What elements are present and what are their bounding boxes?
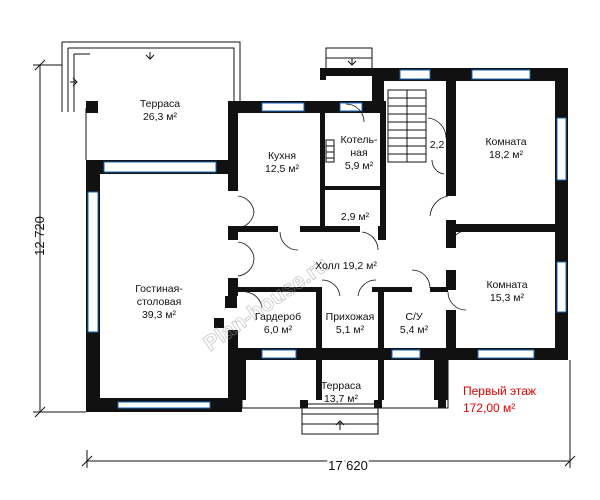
door xyxy=(447,229,471,249)
door xyxy=(427,117,447,139)
windows xyxy=(87,69,567,409)
window xyxy=(556,261,567,313)
doors xyxy=(237,103,471,360)
window xyxy=(117,401,211,409)
room-right-top-name: Комната xyxy=(485,136,526,148)
living-name-2: столовая xyxy=(137,296,182,308)
door xyxy=(429,195,449,217)
boiler-area: 5,9 м² xyxy=(345,160,374,172)
window xyxy=(103,161,217,173)
door xyxy=(237,241,255,259)
terrace-bottom-area: 13,7 м² xyxy=(324,393,359,405)
boiler-name-1: Котель- xyxy=(340,134,378,146)
door xyxy=(237,257,255,277)
height-dimension-label: 12 720 xyxy=(32,216,47,256)
door xyxy=(431,159,445,175)
staircase xyxy=(387,89,427,163)
entry-arrow-icon xyxy=(70,77,78,87)
window xyxy=(261,102,305,112)
kitchen-area: 12,5 м² xyxy=(265,163,300,175)
door xyxy=(447,291,467,311)
small-top-area: 2,2 xyxy=(430,139,445,151)
door xyxy=(345,103,365,123)
wardrobe-name: Гардероб xyxy=(255,311,301,323)
door xyxy=(245,291,263,309)
wardrobe-area: 6,0 м² xyxy=(264,324,293,336)
door xyxy=(411,269,431,289)
window xyxy=(556,117,567,181)
boiler-icon xyxy=(325,139,335,163)
watermark: Plan-house.ru xyxy=(199,251,333,356)
door xyxy=(321,279,341,297)
entry-arrow-icon xyxy=(335,420,345,430)
width-dimension-label: 17 620 xyxy=(328,458,368,473)
floor-area: 172,00 м² xyxy=(463,401,515,415)
window xyxy=(399,69,431,80)
terrace-top xyxy=(61,41,241,160)
bathroom-name: С/У xyxy=(405,311,423,323)
porch-top-right xyxy=(325,47,373,71)
room-right-bottom-name: Комната xyxy=(486,279,527,291)
floor-title: Первый этаж xyxy=(463,384,536,398)
window xyxy=(391,349,421,359)
boiler-name-2: ная xyxy=(350,147,367,159)
entry-arrow-icon xyxy=(347,58,357,66)
room-right-bottom-area: 15,3 м² xyxy=(490,292,525,304)
window xyxy=(477,349,535,359)
terrace-bottom-name: Терраса xyxy=(321,380,361,392)
window xyxy=(339,102,363,112)
entry-name: Прихожая xyxy=(326,311,375,323)
room-right-top-area: 18,2 м² xyxy=(489,149,524,161)
terrace-top-area: 26,3 м² xyxy=(143,111,178,123)
door xyxy=(357,279,377,297)
kitchen-name: Кухня xyxy=(268,150,296,162)
door xyxy=(361,231,379,251)
width-dimension: 17 620 xyxy=(81,360,576,476)
entry-arrow-icon xyxy=(145,52,155,60)
window xyxy=(87,191,99,333)
small-mid-area: 2,9 м² xyxy=(341,211,370,223)
height-dimension: 12 720 xyxy=(32,59,86,418)
door xyxy=(279,231,299,251)
door xyxy=(237,195,255,213)
bathroom-area: 5,4 м² xyxy=(400,324,429,336)
living-name-1: Гостиная- xyxy=(135,283,183,295)
window xyxy=(471,69,531,80)
window xyxy=(261,349,297,359)
hall-label: Холл 19,2 м² xyxy=(315,260,377,272)
living-area: 39,3 м² xyxy=(142,309,177,321)
entry-area: 5,1 м² xyxy=(336,324,365,336)
terrace-top-name: Терраса xyxy=(140,98,180,110)
door xyxy=(237,211,255,229)
